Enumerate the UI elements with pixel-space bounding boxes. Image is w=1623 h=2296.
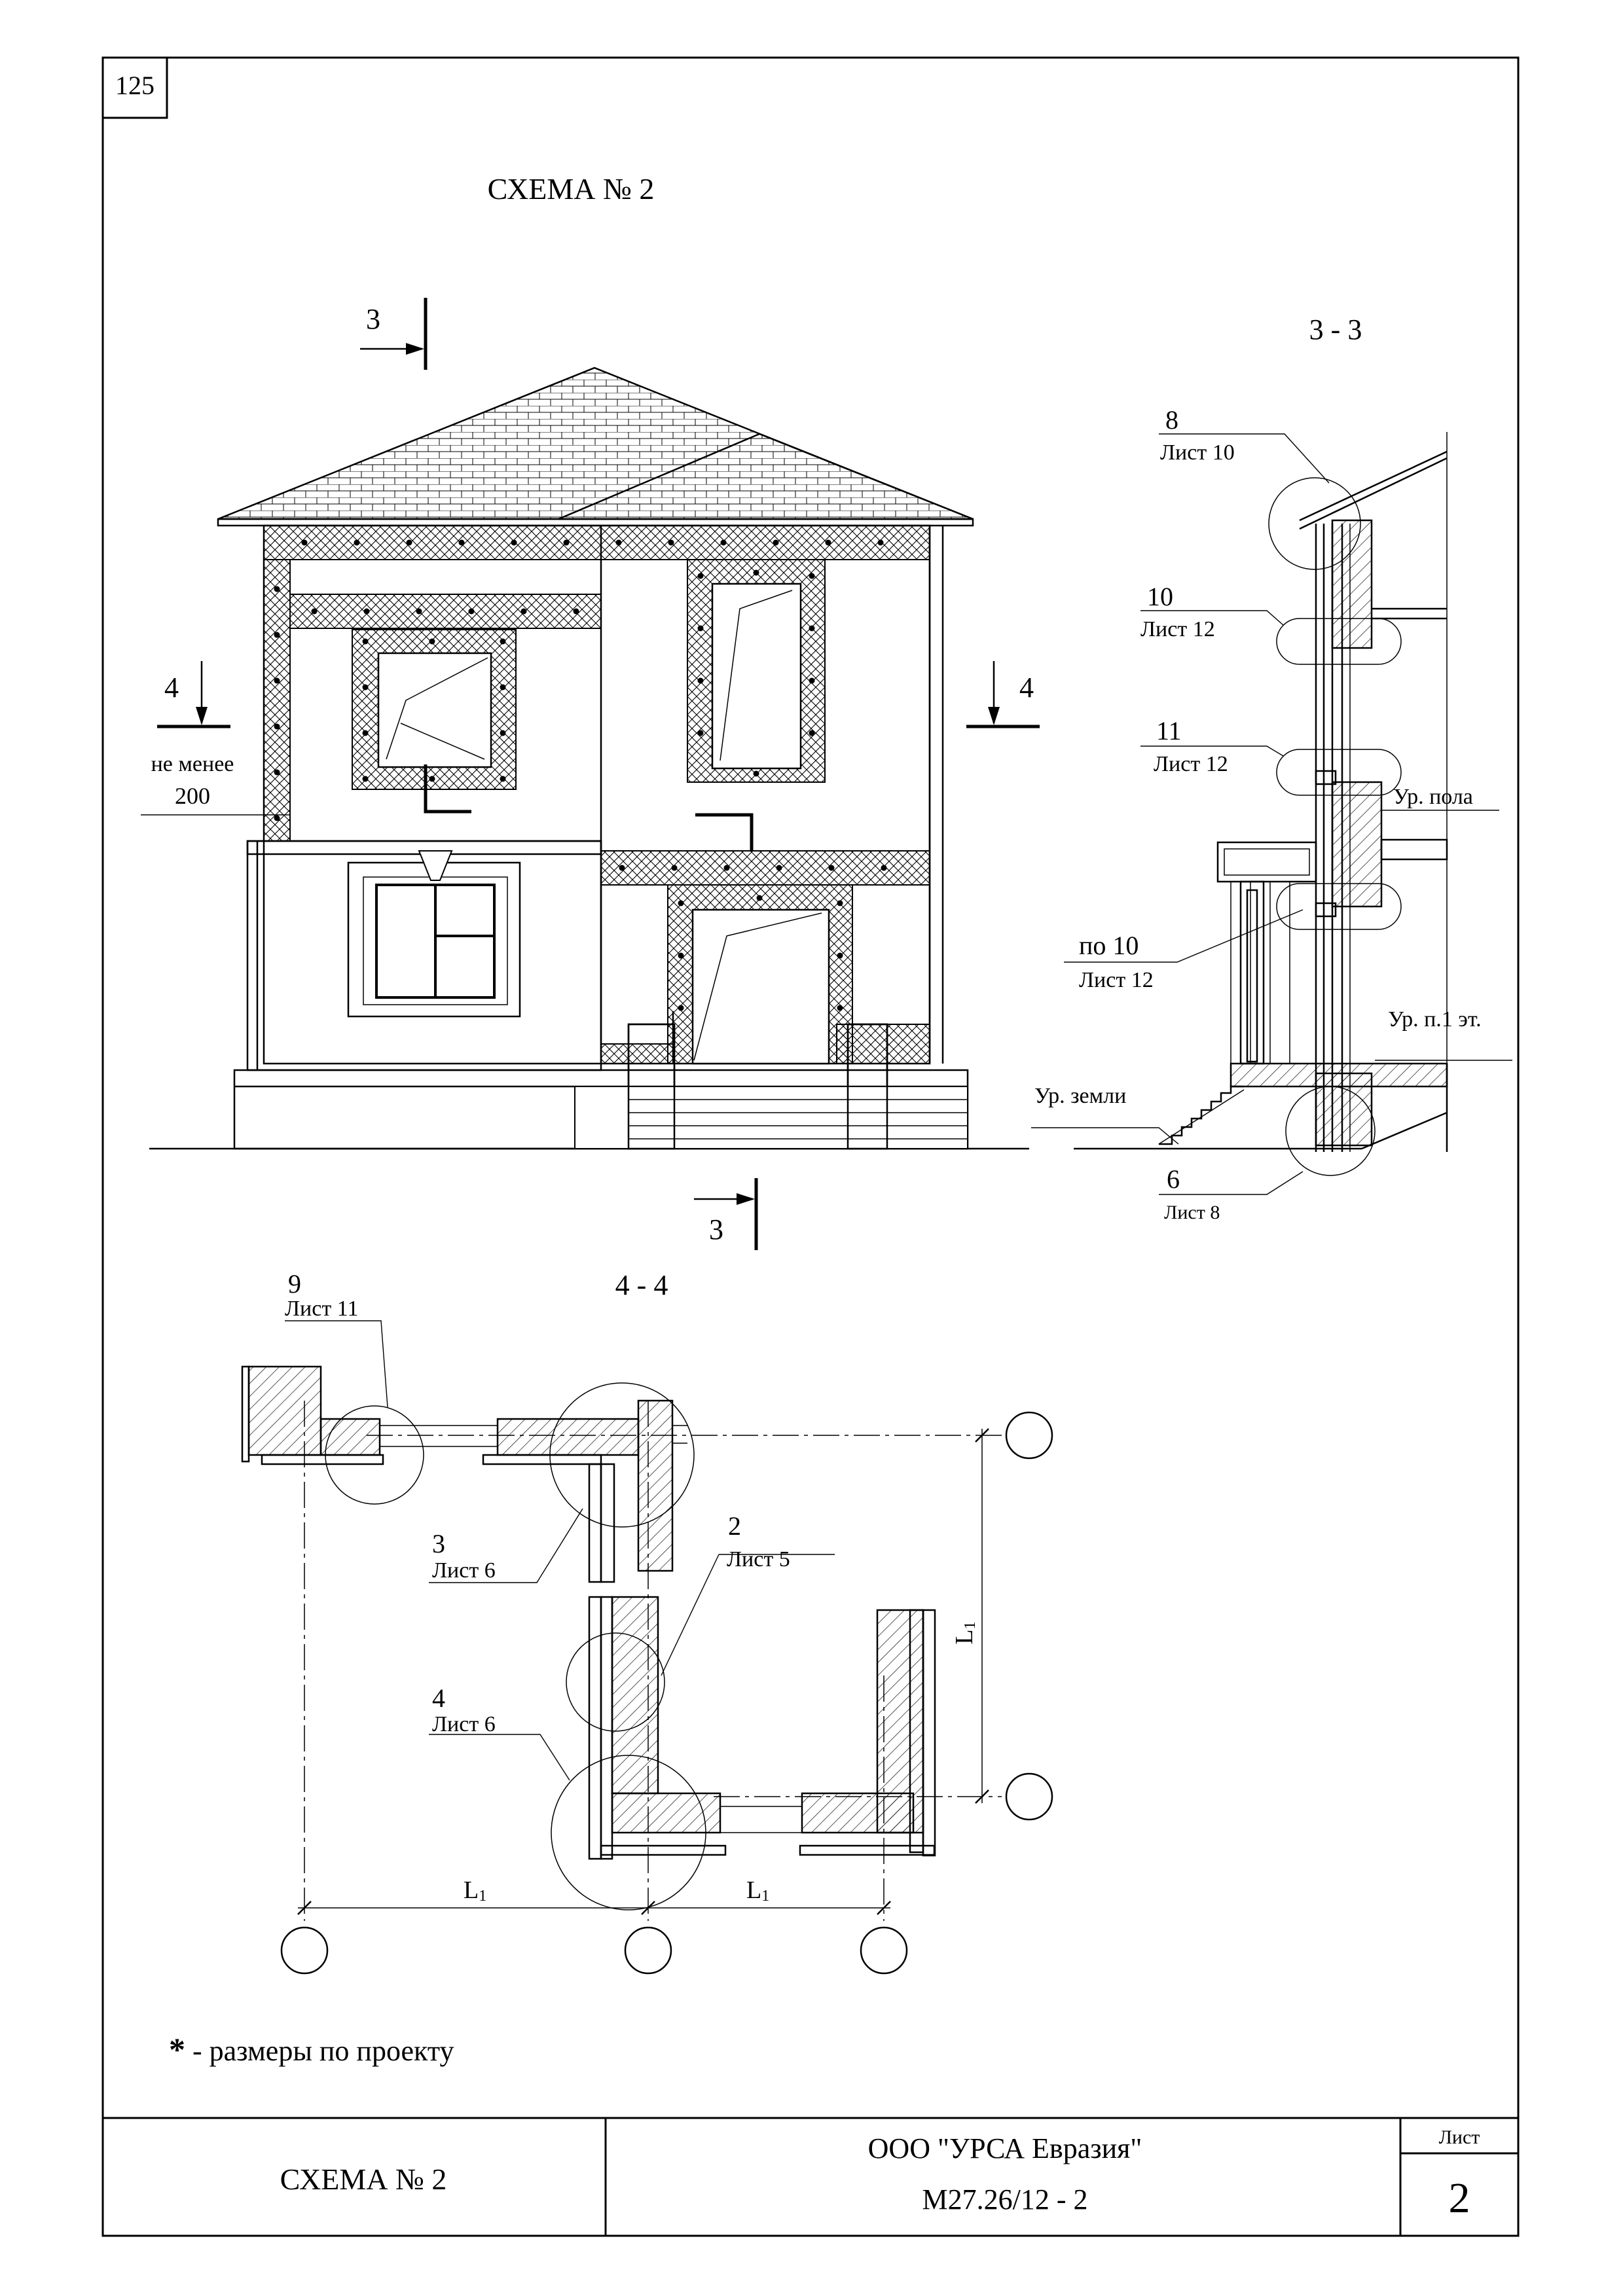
axis-bubble (624, 1926, 672, 1975)
callout-2-num: 2 (728, 1511, 741, 1541)
sheet-frame (101, 56, 1520, 2237)
section-3-3-title: 3 - 3 (1309, 314, 1362, 346)
level-floor: Ур. пола (1393, 785, 1473, 809)
svg-text:L1: L1 (951, 1621, 979, 1644)
dimension-l1-left: L1 (464, 1876, 486, 1905)
callout-2-sheet: Лист 5 (727, 1547, 790, 1571)
title-block-company: ООО "УРСА Евразия" (868, 2132, 1142, 2164)
title-block-name: СХЕМА № 2 (280, 2162, 447, 2196)
level-first-floor: Ур. п.1 эт. (1388, 1007, 1482, 1031)
callout-10-sheet: Лист 12 (1140, 617, 1215, 641)
title-block-code: М27.26/12 - 2 (922, 2183, 1088, 2215)
dimension-note-line1: не менее (151, 752, 234, 776)
plan-4-4 (241, 1320, 1053, 1975)
page-number: 125 (115, 71, 155, 100)
callout-po10-sheet: Лист 12 (1079, 968, 1154, 992)
callout-3-sheet: Лист 6 (432, 1558, 496, 1583)
plan-mark-4-left: 4 (164, 672, 179, 704)
callout-4-num: 4 (432, 1683, 445, 1713)
footnote: * - размеры по проекту (169, 2031, 454, 2068)
callout-3-num: 3 (432, 1529, 445, 1558)
section-3-3 (1031, 432, 1512, 1195)
callout-po10-num: по 10 (1079, 931, 1139, 960)
callout-6-sheet: Лист 8 (1164, 1202, 1220, 1223)
title-block-sheet-number: 2 (1449, 2174, 1470, 2222)
plan-4-4-title: 4 - 4 (615, 1269, 668, 1301)
dimension-note-line2: 200 (175, 783, 210, 809)
section-mark-3-bottom: 3 (709, 1213, 723, 1246)
axis-bubble (860, 1926, 908, 1975)
callout-9-sheet: Лист 11 (285, 1297, 358, 1321)
section-mark-3-top: 3 (366, 303, 380, 335)
callout-4-sheet: Лист 6 (432, 1712, 496, 1736)
dimension-l1-right: L1 (746, 1876, 769, 1905)
level-ground: Ур. земли (1034, 1084, 1126, 1108)
frame-dots (274, 539, 887, 1011)
callout-11-sheet: Лист 12 (1154, 752, 1228, 776)
callout-10-num: 10 (1147, 582, 1173, 611)
callout-6-num: 6 (1167, 1164, 1180, 1194)
svg-text:L1: L1 (746, 1876, 769, 1905)
page-title: СХЕМА № 2 (488, 172, 655, 206)
svg-text:L1: L1 (464, 1876, 486, 1905)
axis-bubble (1005, 1411, 1053, 1460)
axis-bubble (1005, 1772, 1053, 1821)
callout-8-sheet: Лист 10 (1160, 440, 1235, 465)
callout-8-num: 8 (1165, 405, 1178, 435)
callout-11-num: 11 (1156, 716, 1182, 745)
callout-9-num: 9 (288, 1269, 301, 1299)
title-block-sheet-label: Лист (1439, 2126, 1480, 2148)
dimension-l1-vertical: L1 (951, 1621, 979, 1644)
axis-bubble (280, 1926, 329, 1975)
plan-mark-4-right: 4 (1019, 672, 1034, 704)
facade-elevation (141, 298, 1040, 1250)
